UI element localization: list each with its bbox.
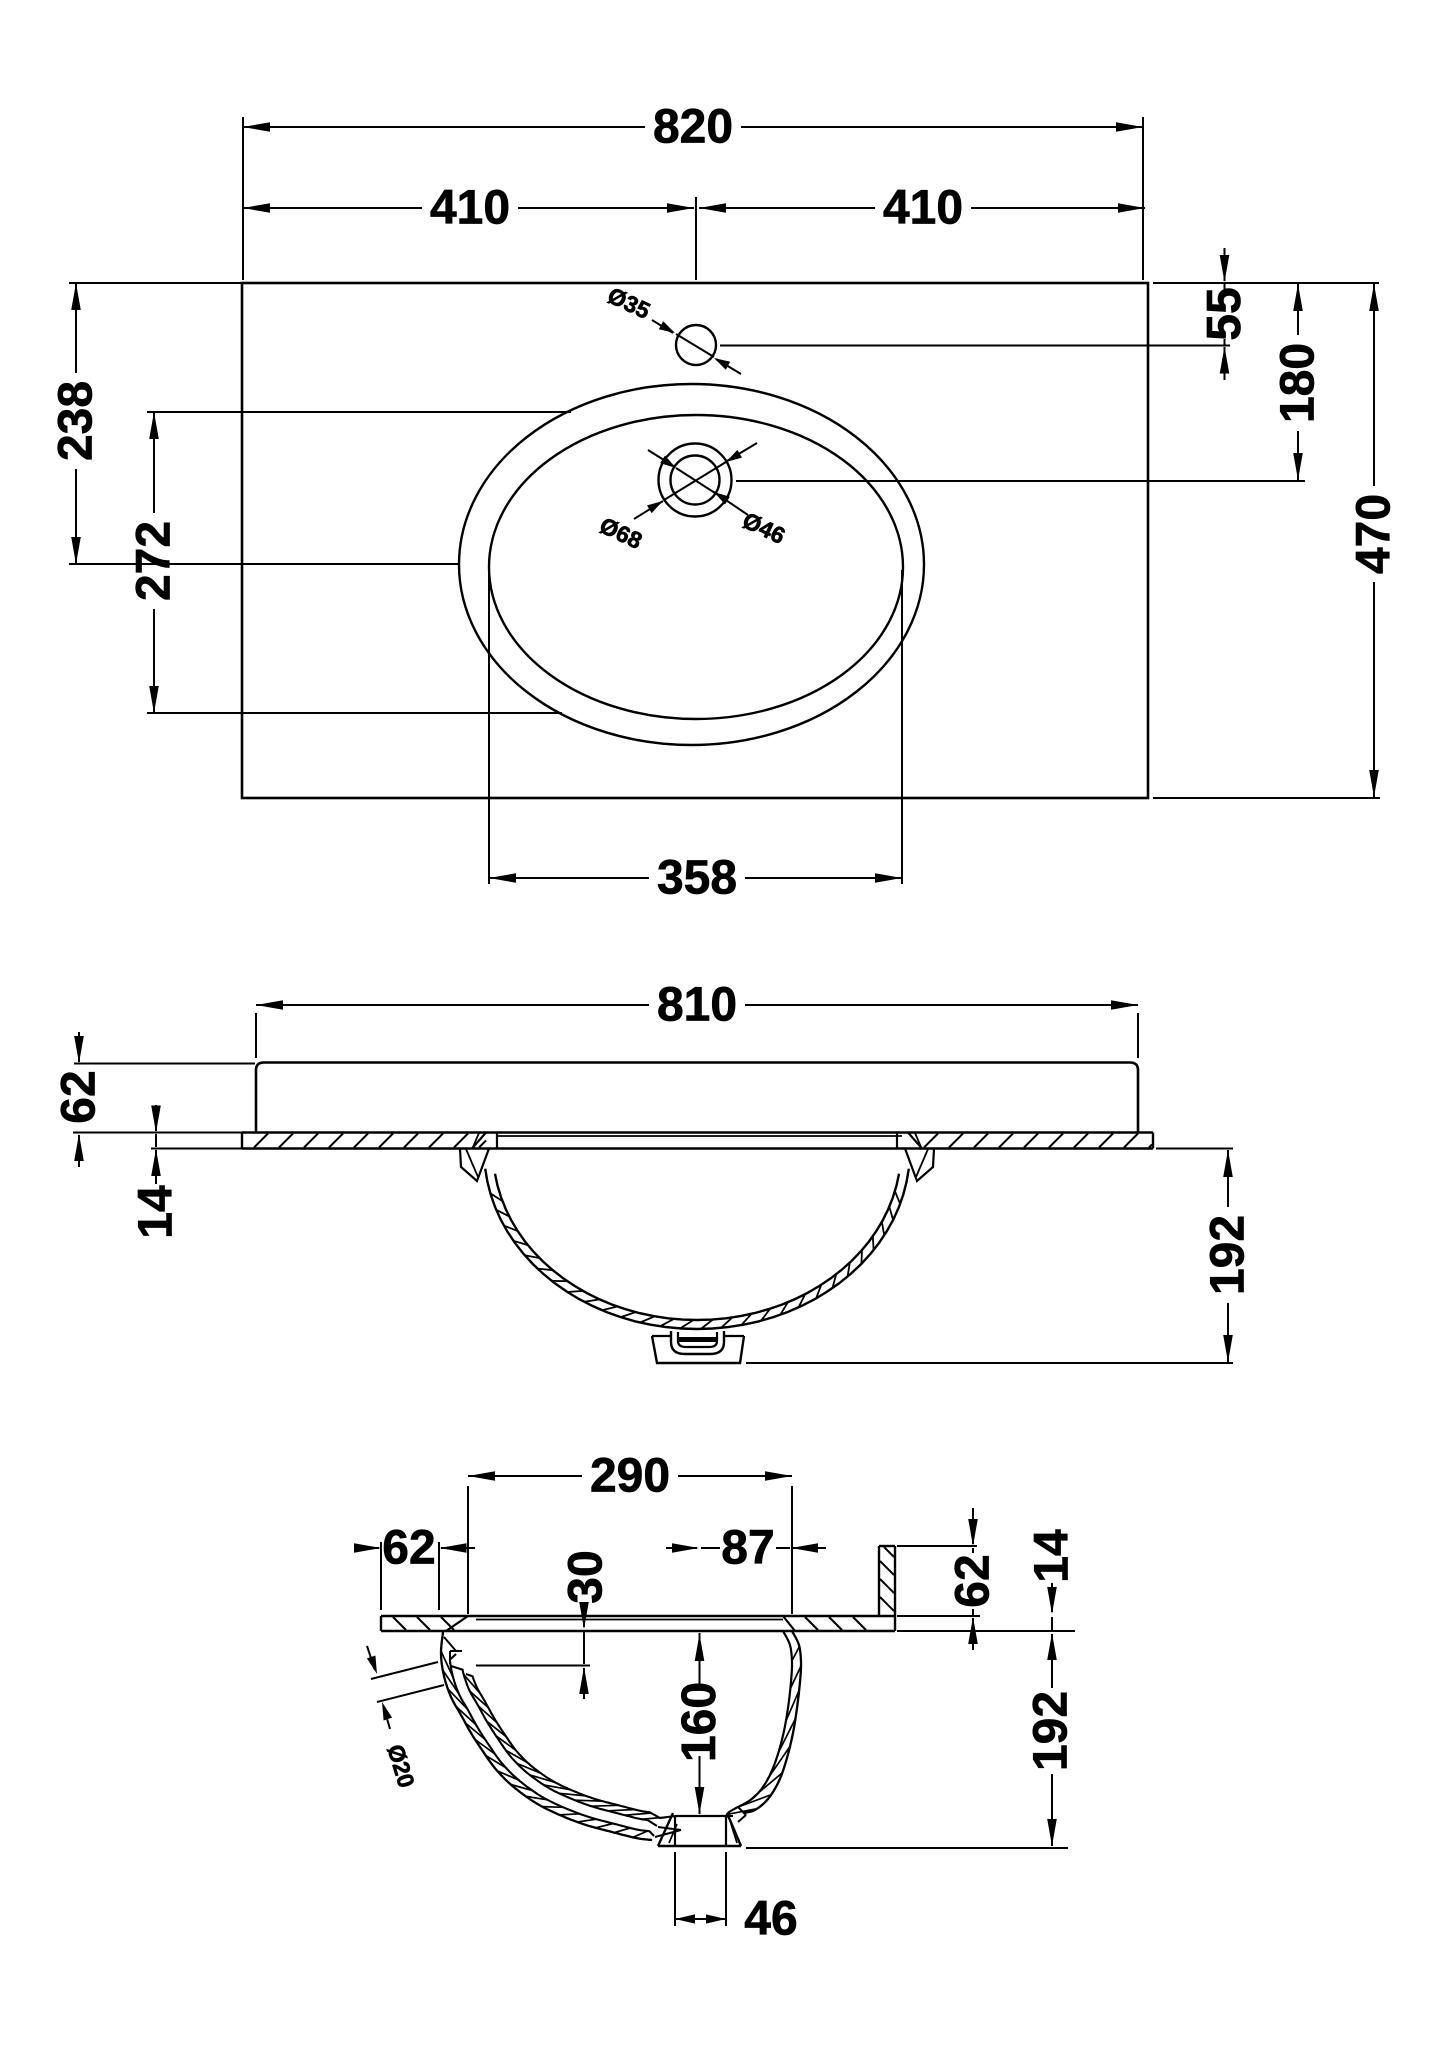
svg-text:55: 55 <box>1198 287 1251 340</box>
svg-text:62: 62 <box>53 1070 106 1123</box>
svg-text:14: 14 <box>1026 1529 1079 1583</box>
svg-text:87: 87 <box>721 1522 774 1575</box>
svg-text:820: 820 <box>653 101 733 154</box>
svg-text:272: 272 <box>128 521 181 601</box>
svg-text:810: 810 <box>657 979 737 1032</box>
svg-text:30: 30 <box>560 1550 613 1603</box>
svg-text:192: 192 <box>1202 1215 1255 1295</box>
svg-text:358: 358 <box>657 852 737 905</box>
svg-text:62: 62 <box>382 1522 435 1575</box>
svg-text:470: 470 <box>1348 494 1401 574</box>
svg-text:410: 410 <box>430 182 510 235</box>
svg-text:14: 14 <box>130 1185 183 1239</box>
svg-text:410: 410 <box>883 182 963 235</box>
svg-text:192: 192 <box>1025 1691 1078 1771</box>
svg-text:180: 180 <box>1272 343 1325 423</box>
svg-text:238: 238 <box>50 381 103 461</box>
svg-text:62: 62 <box>947 1554 1000 1607</box>
svg-text:160: 160 <box>673 1682 726 1762</box>
svg-text:46: 46 <box>744 1893 797 1946</box>
svg-text:290: 290 <box>590 1450 670 1503</box>
